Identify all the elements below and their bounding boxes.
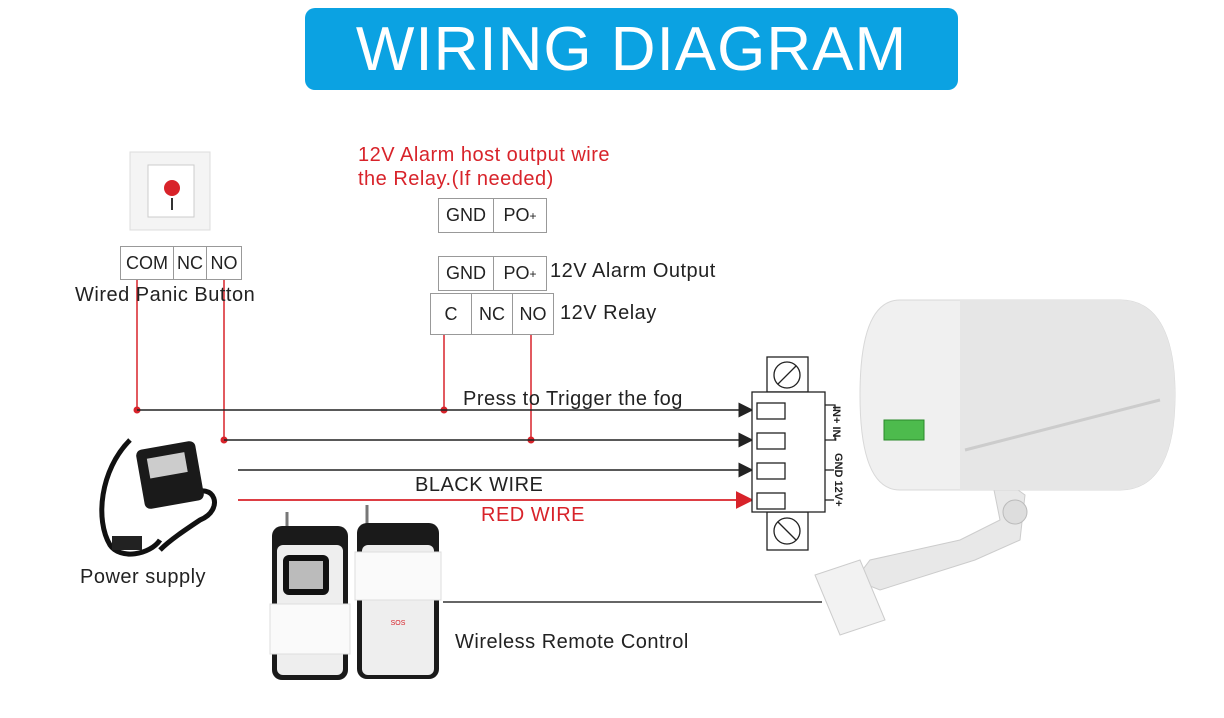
panic-button-image — [129, 151, 211, 231]
power-supply-label: Power supply — [80, 566, 207, 588]
power-supply-image — [99, 438, 217, 557]
red-drop-wires — [136, 278, 532, 440]
fog-machine-image — [814, 299, 1176, 636]
alarm-host-note-line2: the Relay.(If needed) — [358, 168, 554, 190]
po-sign: + — [529, 208, 537, 223]
title-banner: WIRING DIAGRAM — [305, 8, 958, 90]
black-wire-label: BLACK WIRE — [415, 474, 544, 496]
terminal-power-label: GND 12V+ — [832, 453, 844, 507]
remote-label: Wireless Remote Control — [455, 631, 689, 653]
po-text: PO — [503, 205, 530, 225]
po-text: PO — [503, 263, 530, 283]
panic-button-terminals: COM NC NO — [120, 246, 242, 280]
terminal-no: NO — [210, 252, 238, 273]
alarm-host-note-line1: 12V Alarm host output wire — [358, 144, 611, 166]
svg-text:SOS: SOS — [391, 620, 406, 627]
alarm-output-label: 12V Alarm Output — [550, 260, 716, 282]
terminal-gnd: GND — [439, 257, 494, 290]
terminal-no: NO — [519, 303, 547, 324]
relay-terminals: C NC NO — [430, 293, 554, 335]
terminal-gnd: GND — [439, 199, 494, 232]
terminal-block — [751, 356, 836, 551]
panic-button-label: Wired Panic Button — [75, 284, 256, 306]
terminal-c: C — [431, 294, 472, 334]
remote-controls-image: SOS — [269, 505, 442, 680]
relay-label: 12V Relay — [560, 302, 657, 324]
terminal-nc: NC — [472, 294, 513, 334]
terminal-nc: NC — [174, 247, 207, 279]
trigger-label: Press to Trigger the fog — [463, 388, 683, 410]
alarm-output-terminals: GND PO+ — [438, 256, 547, 291]
terminal-po: PO+ — [494, 199, 546, 232]
terminal-com: COM — [121, 247, 174, 279]
terminal-po: PO+ — [494, 257, 546, 290]
red-wire-label: RED WIRE — [481, 504, 585, 526]
po-sign: + — [529, 266, 537, 281]
alarm-host-terminals: GND PO+ — [438, 198, 547, 233]
